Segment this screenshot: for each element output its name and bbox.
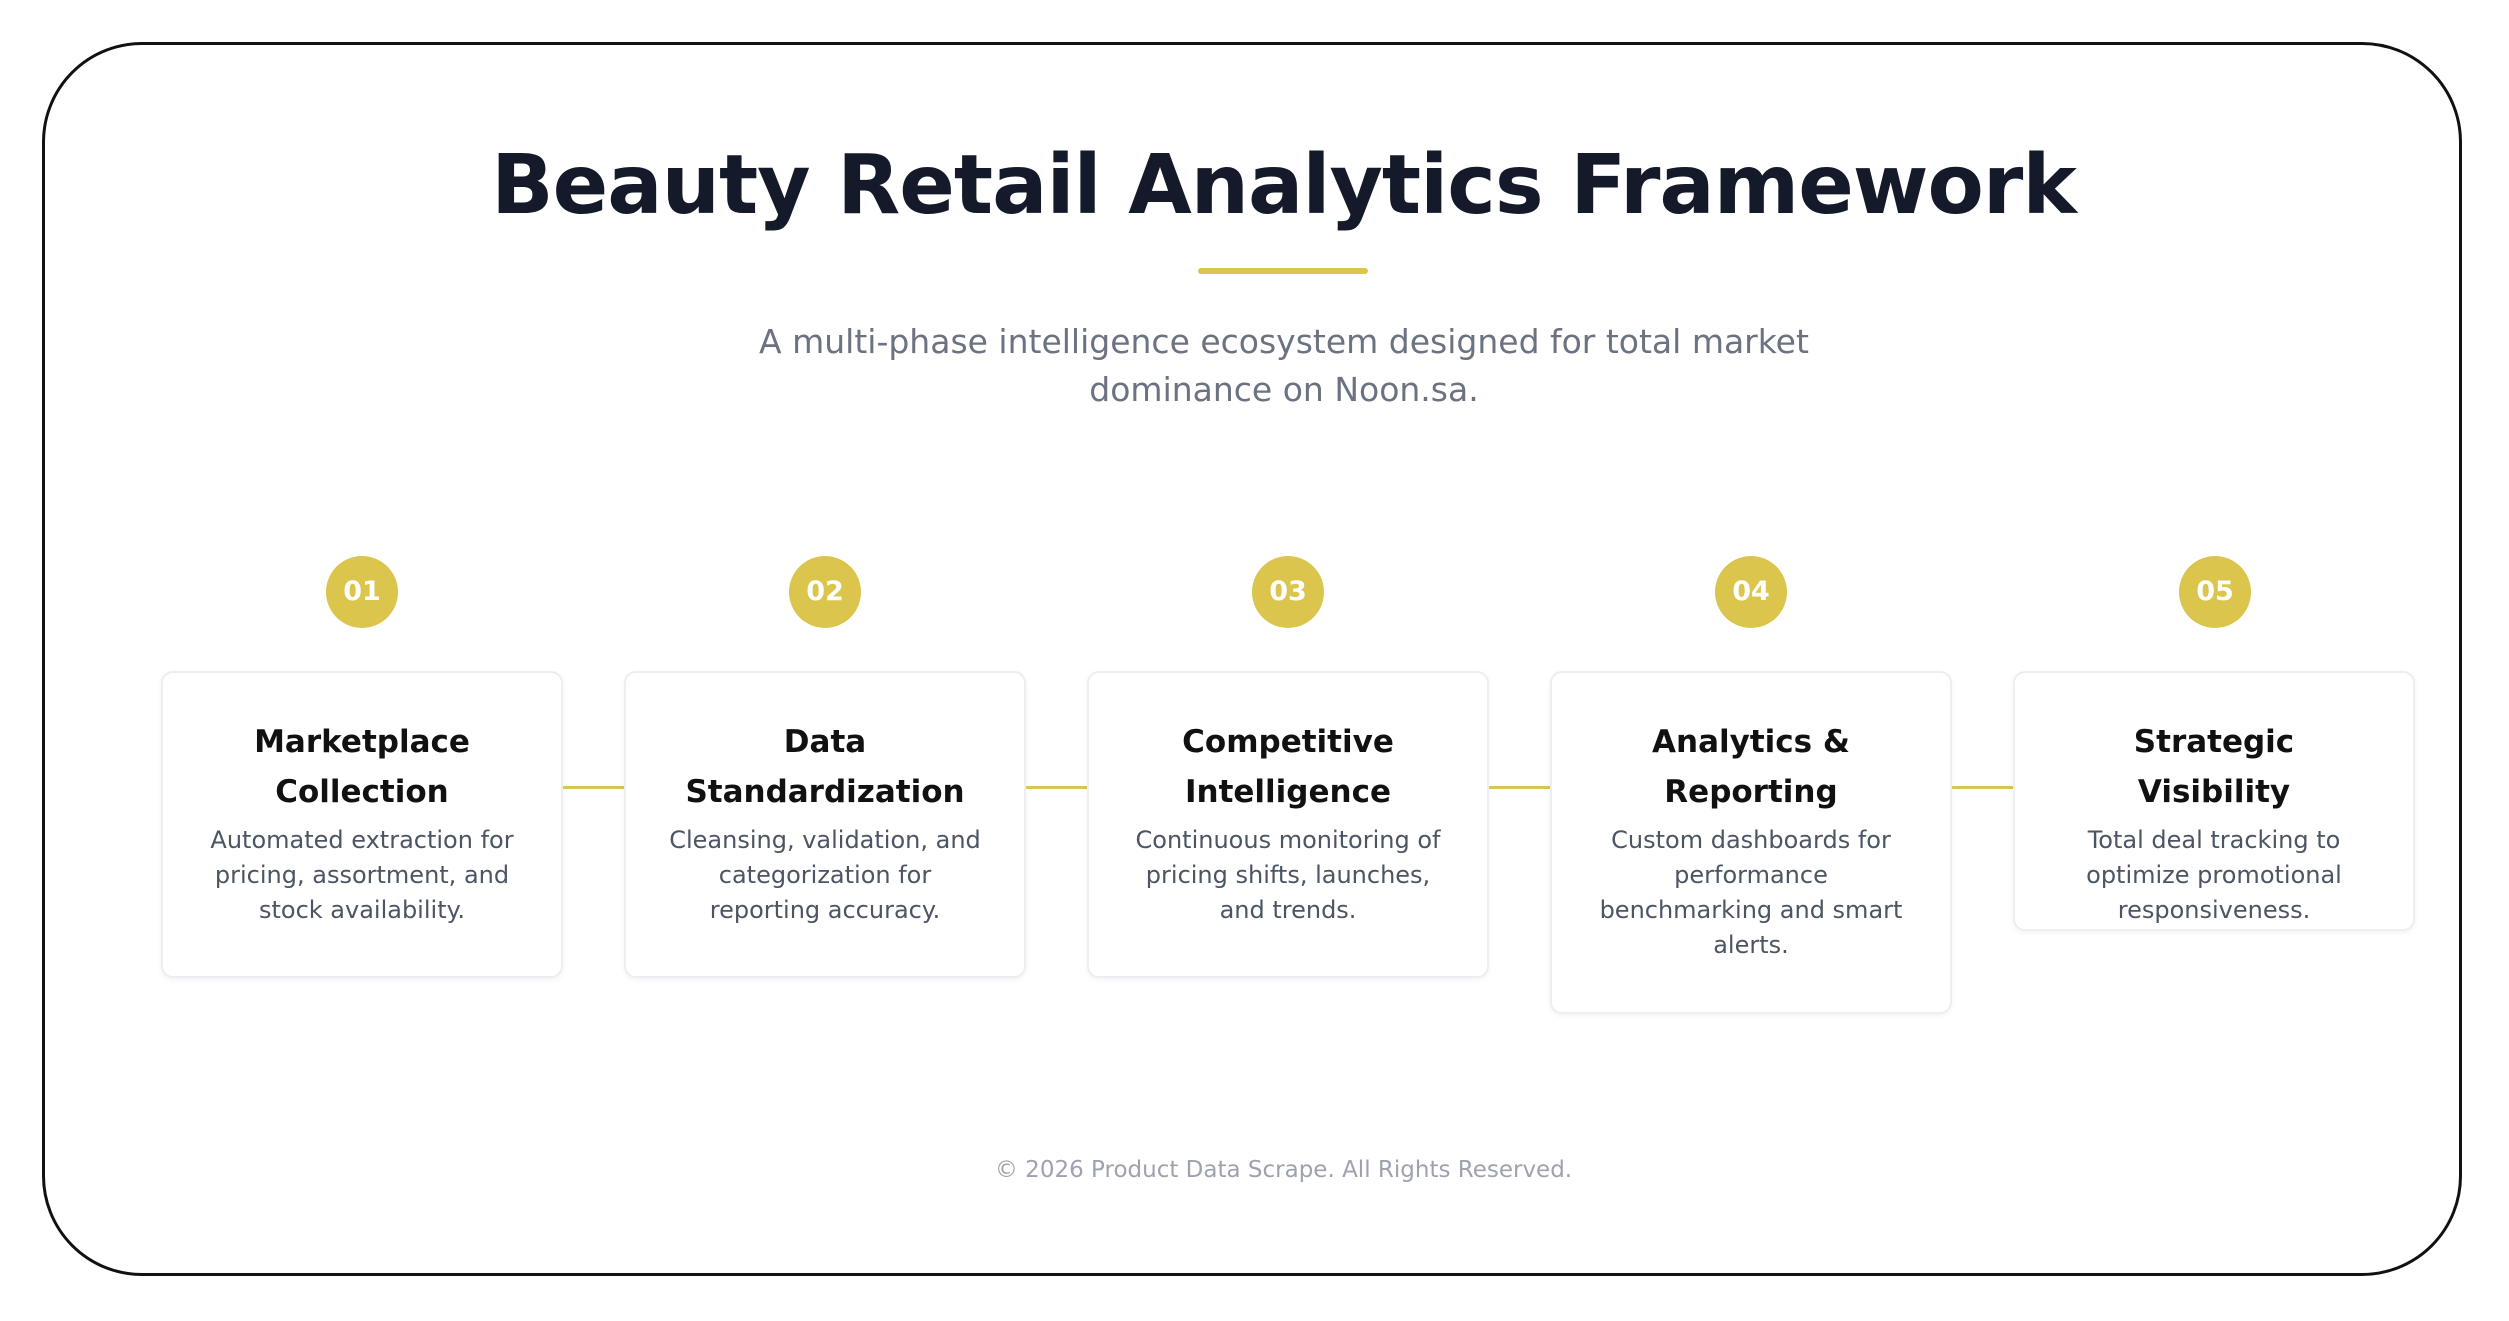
step-card-marketplace-collection: Marketplace Collection Automated extract…	[161, 671, 563, 978]
step-connector	[563, 786, 625, 789]
step-title: Analytics & Reporting	[1652, 724, 1850, 810]
step-connector	[1952, 786, 2014, 789]
step-description: Total deal tracking to optimize promotio…	[2086, 826, 2342, 924]
step-description: Cleansing, validation, and categorizatio…	[669, 826, 981, 924]
step-card-strategic-visibility: Strategic Visibility Total deal tracking…	[2013, 671, 2415, 931]
step-badge-05: 05	[2179, 556, 2251, 628]
step-title: Data Standardization	[685, 724, 965, 810]
page-subtitle: A multi-phase intelligence ecosystem des…	[759, 322, 1809, 409]
footer-copyright: © 2026 Product Data Scrape. All Rights R…	[994, 1157, 1573, 1183]
step-description: Custom dashboards for performance benchm…	[1599, 826, 1903, 959]
step-badge-02: 02	[789, 556, 861, 628]
step-title: Strategic Visibility	[2133, 724, 2295, 810]
step-badge-03: 03	[1252, 556, 1324, 628]
step-card-competitive-intelligence: Competitive Intelligence Continuous moni…	[1087, 671, 1489, 978]
step-card-data-standardization: Data Standardization Cleansing, validati…	[624, 671, 1026, 978]
step-description: Continuous monitoring of pricing shifts,…	[1135, 826, 1441, 924]
step-card-analytics-reporting: Analytics & Reporting Custom dashboards …	[1550, 671, 1952, 1014]
step-description: Automated extraction for pricing, assort…	[210, 826, 514, 924]
step-connector	[1489, 786, 1551, 789]
step-title: Marketplace Collection	[254, 724, 470, 810]
title-underline	[1198, 268, 1368, 274]
step-badge-04: 04	[1715, 556, 1787, 628]
framework-panel	[42, 42, 2462, 1276]
step-title: Competitive Intelligence	[1182, 724, 1394, 810]
page-title: Beauty Retail Analytics Framework	[491, 138, 2077, 233]
step-connector	[1026, 786, 1088, 789]
step-badge-01: 01	[326, 556, 398, 628]
